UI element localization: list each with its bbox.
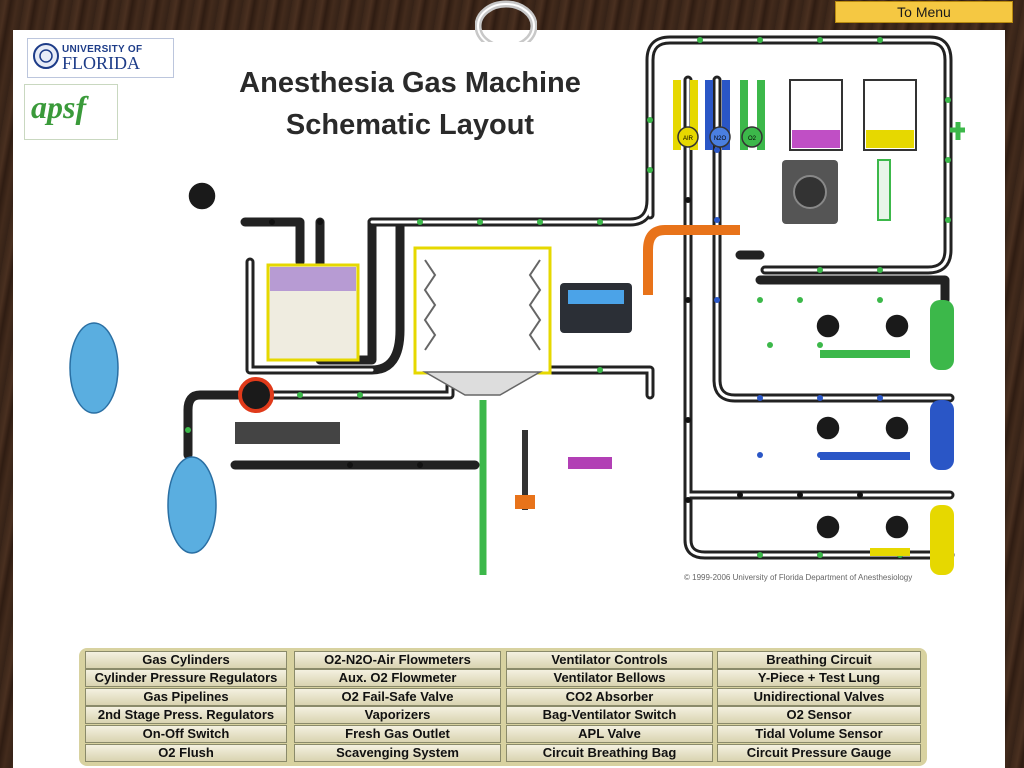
- on-off-switch-button[interactable]: On-Off Switch: [85, 725, 287, 743]
- gas-pipelines-button[interactable]: Gas Pipelines: [85, 688, 287, 706]
- o2-flow-dots: [185, 37, 951, 558]
- circuit-pressure-gauge-button[interactable]: Circuit Pressure Gauge: [717, 744, 921, 762]
- pipeline-highlights: [248, 38, 952, 557]
- flowmeter-bank: [673, 80, 765, 150]
- tidal-volume-sensor-button[interactable]: Tidal Volume Sensor: [717, 725, 921, 743]
- o2-pipeline-hose: [820, 350, 910, 358]
- aux-o2-flowmeter-button[interactable]: Aux. O2 Flowmeter: [294, 669, 501, 687]
- o2-fail-safe-valve-button[interactable]: O2 Fail-Safe Valve: [294, 688, 501, 706]
- vaporizers: [789, 79, 917, 151]
- ventilator-bellows: [413, 246, 552, 375]
- uf-logo-line2: FLORIDA: [62, 53, 141, 73]
- bag-ventilator-switch-button[interactable]: Bag-Ventilator Switch: [506, 706, 713, 724]
- gas-machine-schematic: AIR N2O O2: [69, 35, 965, 575]
- mixed-flow-dots: [269, 197, 863, 503]
- o2-knob-label: O2: [748, 136, 757, 142]
- ventilator-controls-button[interactable]: Ventilator Controls: [506, 651, 713, 669]
- ventilator-bag: [167, 456, 217, 554]
- scavenging-system-button[interactable]: Scavenging System: [294, 744, 501, 762]
- vaporizers-button[interactable]: Vaporizers: [294, 706, 501, 724]
- y-piece-test-lung-button[interactable]: Y-Piece + Test Lung: [717, 669, 921, 687]
- scavenging-outlet: [568, 457, 612, 469]
- ventilator-bellows-button[interactable]: Ventilator Bellows: [506, 669, 713, 687]
- cylinder-pressure-regulators-button[interactable]: Cylinder Pressure Regulators: [85, 669, 287, 687]
- fresh-gas-outlet-button[interactable]: Fresh Gas Outlet: [294, 725, 501, 743]
- title-line1: Anesthesia Gas Machine: [239, 67, 581, 99]
- circuit-breathing-bag-button[interactable]: Circuit Breathing Bag: [506, 744, 713, 762]
- o2-sensor-button[interactable]: O2 Sensor: [717, 706, 921, 724]
- pressure-gauges: [187, 181, 910, 540]
- page-title: Anesthesia Gas Machine Schematic Layout: [200, 62, 620, 146]
- bag-vent-switch: [235, 422, 340, 444]
- title-line2: Schematic Layout: [285, 109, 535, 141]
- breathing-circuit-button[interactable]: Breathing Circuit: [717, 651, 921, 669]
- flowmeters-button[interactable]: O2-N2O-Air Flowmeters: [294, 651, 501, 669]
- n2o-pipeline-hose: [820, 452, 910, 460]
- apsf-logo: [24, 84, 118, 140]
- gas-cylinders-button[interactable]: Gas Cylinders: [85, 651, 287, 669]
- n2o-knob-label: N2O: [714, 136, 727, 142]
- binder-ring-icon: [475, 0, 537, 42]
- fresh-gas-hose: [643, 225, 740, 295]
- o2-flush-button[interactable]: O2 Flush: [85, 744, 287, 762]
- to-menu-button[interactable]: To Menu: [835, 1, 1013, 23]
- unidirectional-valves-button[interactable]: Unidirectional Valves: [717, 688, 921, 706]
- aux-o2-flowmeter: [877, 159, 891, 221]
- o2-pipeline-valve-icon: [950, 122, 965, 140]
- apl-valve-button[interactable]: APL Valve: [506, 725, 713, 743]
- on-off-knob-icon: [793, 175, 827, 209]
- bag-vent-selector-icon: [238, 377, 274, 413]
- copyright-text: © 1999-2006 University of Florida Depart…: [684, 573, 913, 582]
- co2-absorber-button[interactable]: CO2 Absorber: [506, 688, 713, 706]
- second-stage-regulators-button[interactable]: 2nd Stage Press. Regulators: [85, 706, 287, 724]
- air-pipeline-hose: [870, 548, 910, 556]
- uf-logo-line1: UNIVERSITY OF: [62, 44, 143, 55]
- circuit-breathing-bag: [69, 322, 119, 414]
- gas-cylinders: [930, 300, 954, 575]
- apl-valve: [515, 495, 535, 509]
- air-knob-label: AIR: [683, 136, 694, 142]
- uf-seal-icon: [33, 43, 59, 69]
- apsf-logo-text: apsf: [31, 89, 87, 125]
- ventilator-display: [568, 290, 624, 304]
